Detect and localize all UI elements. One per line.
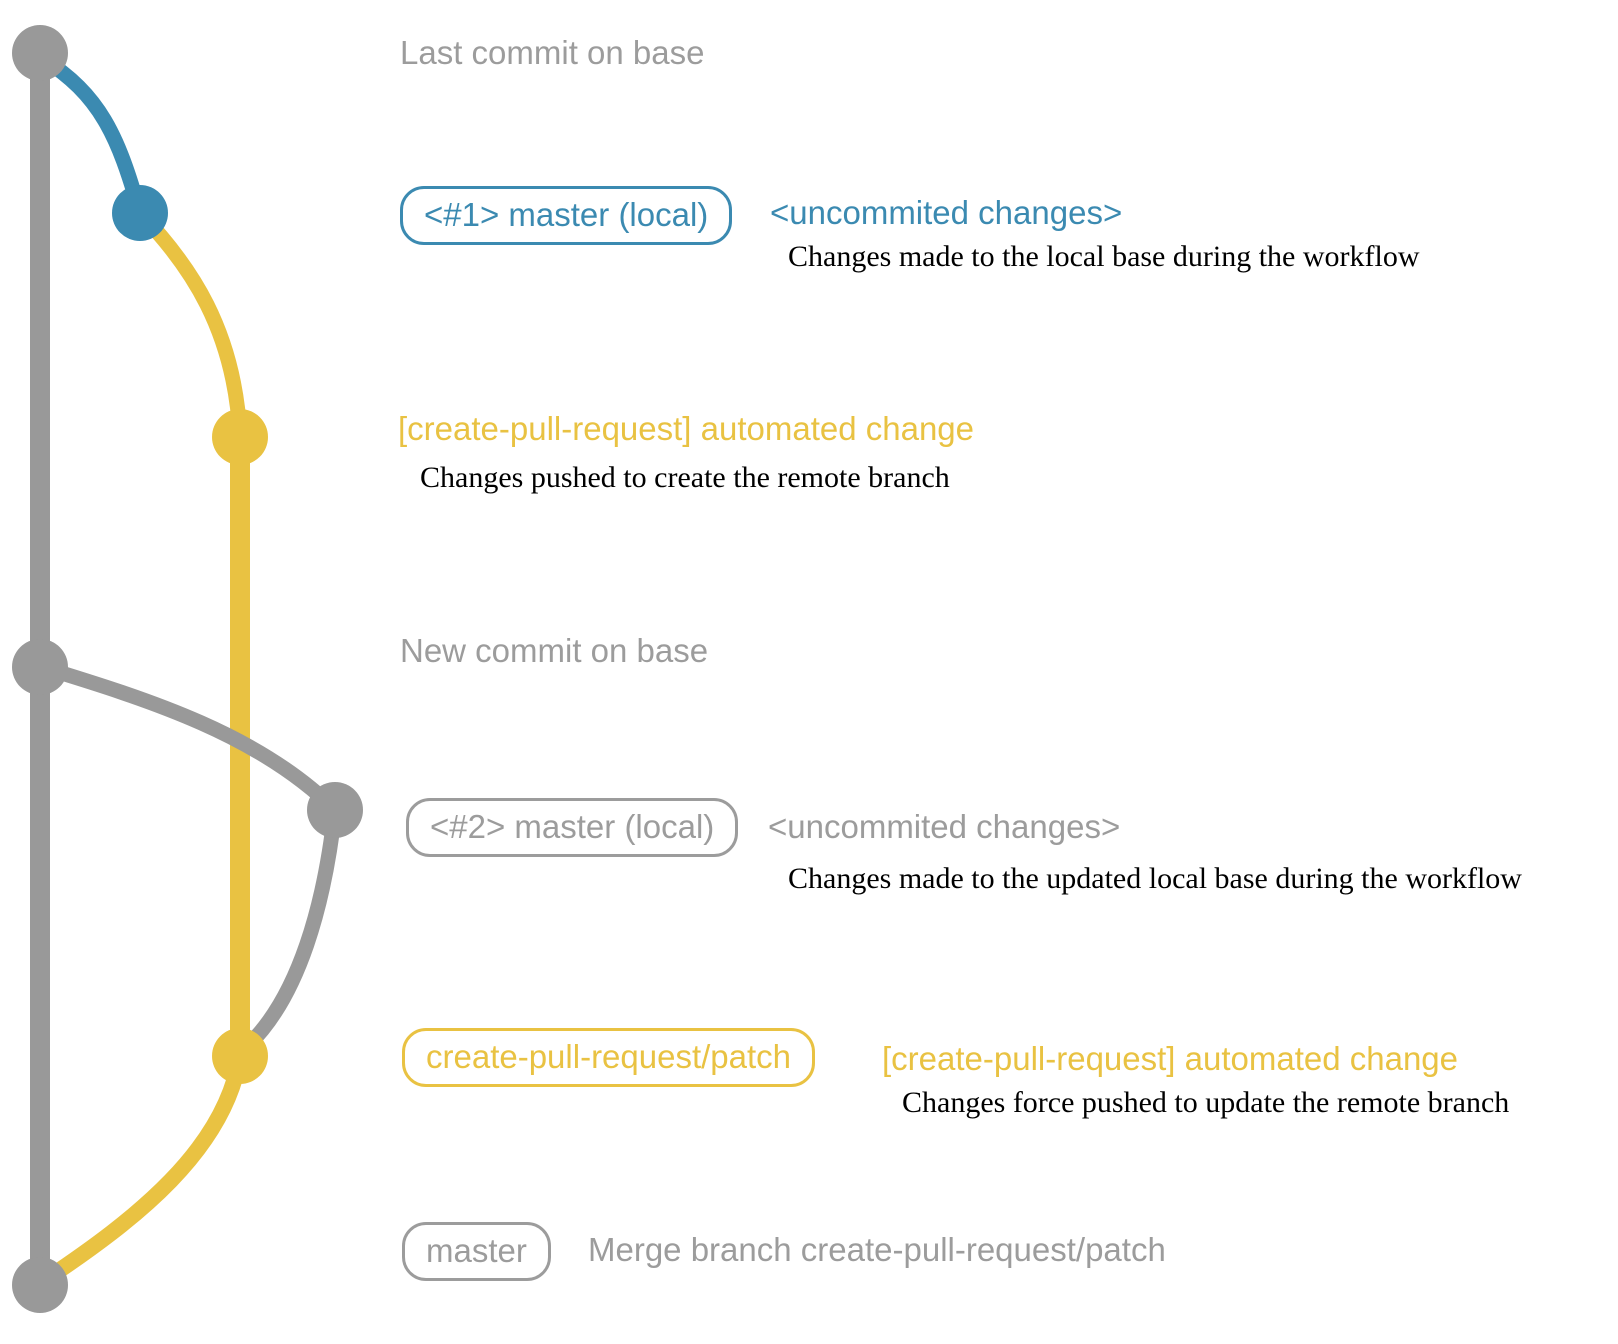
- remote-branch-create-curve: [132, 205, 248, 445]
- push-1-message: [create-pull-request] automated change: [398, 410, 975, 447]
- last-commit-heading: Last commit on base: [400, 34, 705, 71]
- merge-message: Merge branch create-pull-request/patch: [588, 1231, 1166, 1268]
- commit-2-message: <uncommited changes>: [768, 808, 1121, 845]
- commit-node-new-base: [12, 639, 68, 695]
- branch-label-master: master: [402, 1222, 551, 1281]
- push-2-description: Changes force pushed to update the remot…: [902, 1086, 1510, 1119]
- branch-label-create-pull-request-patch: create-pull-request/patch: [402, 1028, 816, 1087]
- commit-1-description: Changes made to the local base during th…: [788, 240, 1420, 273]
- commit-node-local-1: [112, 185, 168, 241]
- push-1-description: Changes pushed to create the remote bran…: [420, 461, 950, 494]
- branch-label-1-master-local: <#1> master (local): [400, 186, 733, 245]
- local-commit-2-curve: [34, 659, 343, 818]
- branch-label-2-master-local: <#2> master (local): [406, 798, 739, 857]
- commit-node-remote-1: [212, 409, 268, 465]
- commit-2-description: Changes made to the updated local base d…: [788, 862, 1522, 895]
- commit-1-message: <uncommited changes>: [770, 194, 1123, 231]
- force-push-curve: [235, 802, 343, 1058]
- commit-node-last-base: [12, 25, 68, 81]
- commit-node-remote-2: [212, 1028, 268, 1084]
- commit-node-merge: [12, 1257, 68, 1313]
- new-commit-heading: New commit on base: [400, 632, 709, 669]
- commit-node-local-2: [307, 782, 363, 838]
- commit-graph: [12, 25, 363, 1313]
- merge-curve: [37, 1048, 248, 1288]
- push-2-message: [create-pull-request] automated change: [882, 1040, 1459, 1077]
